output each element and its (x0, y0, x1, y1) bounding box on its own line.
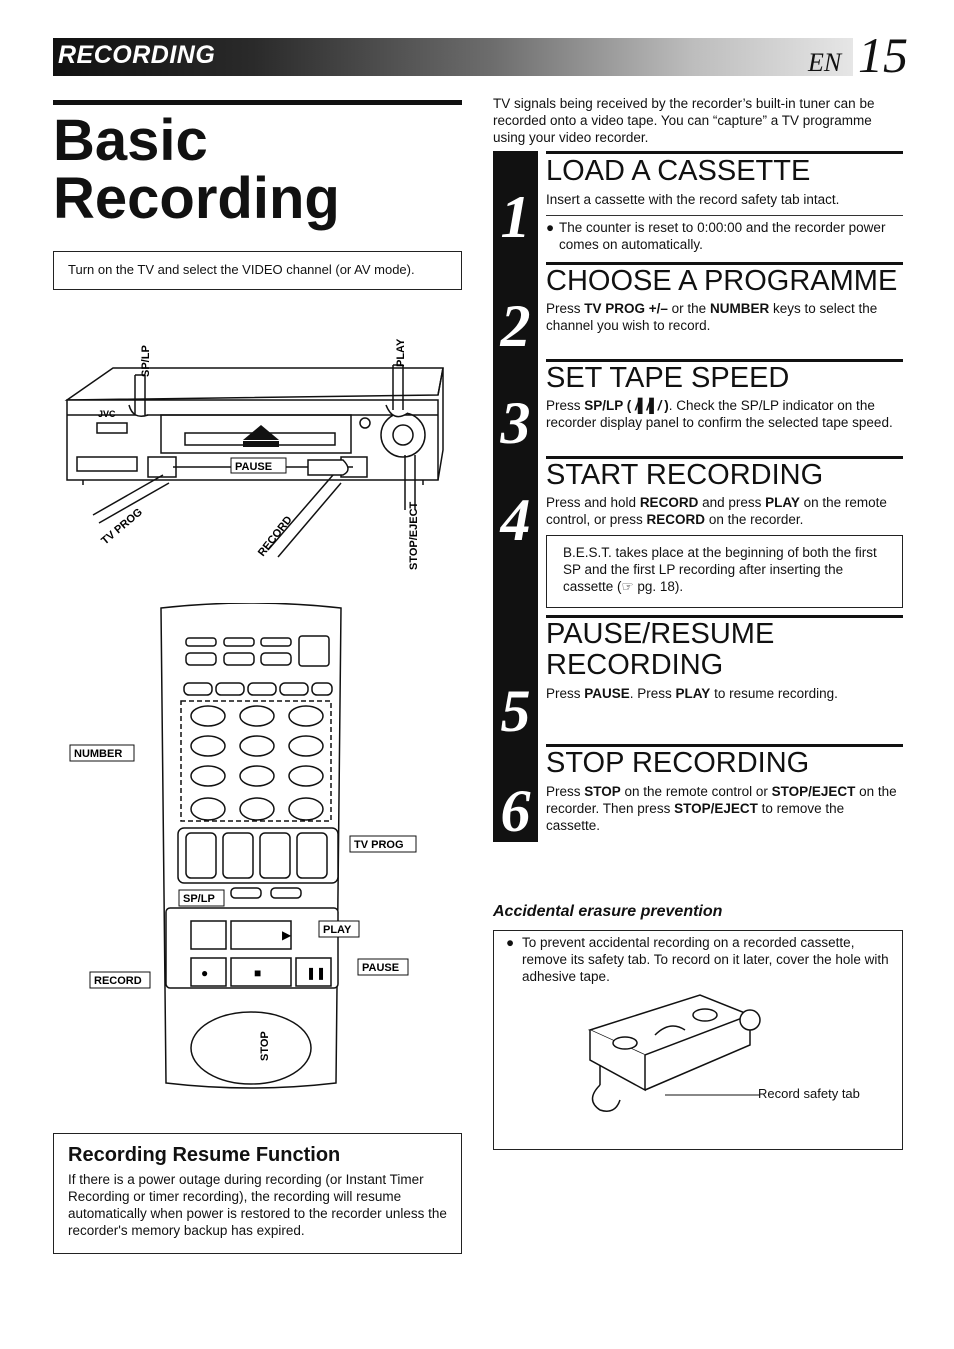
step-text-4: Press and hold RECORD and press PLAY on … (546, 494, 898, 528)
vcr-stop-eject-label: STOP/EJECT (408, 501, 420, 570)
resume-title: Recording Resume Function (68, 1144, 341, 1166)
step-1-bullet: ●The counter is reset to 0:00:00 and the… (546, 219, 898, 253)
text-part: . Press (629, 686, 676, 701)
vcr-play-label: PLAY (395, 338, 407, 367)
step-title-6: STOP RECORDING (546, 747, 810, 779)
step-number-1: 1 (500, 184, 531, 250)
svg-text:■: ■ (254, 966, 261, 980)
page-number: 15 (858, 27, 908, 83)
best-note-box: B.E.S.T. takes place at the beginning of… (546, 535, 903, 608)
vcr-record-label: RECORD (256, 514, 295, 559)
erasure-text: To prevent accidental recording on a rec… (522, 935, 889, 984)
step-rule-5 (546, 615, 903, 618)
remote-stop-label: STOP (259, 1031, 271, 1061)
erasure-title: Accidental erasure prevention (493, 903, 723, 920)
key-play: PLAY (765, 495, 800, 510)
text-part: and press (698, 495, 766, 510)
key-stop-eject: STOP/EJECT (674, 801, 758, 816)
step-rule-2 (546, 262, 903, 265)
key-sp-lp: SP/LP ( (584, 398, 632, 413)
sp-lp-icon: /▌/▌/ (635, 398, 661, 413)
vcr-illustration: JVC SP/LP PLAY PAUSE TV PROG RECORD STOP… (64, 338, 444, 570)
key-record: RECORD (639, 495, 699, 510)
key-sp-lp-close: ) (664, 398, 669, 413)
step-text-6: Press STOP on the remote control or STOP… (546, 783, 898, 834)
text-part: on the remote control or (620, 784, 772, 799)
step-number-3: 3 (500, 390, 531, 456)
svg-text:●: ● (201, 966, 208, 980)
key-stop-eject: STOP/EJECT (771, 784, 856, 799)
step-text-3: Press SP/LP ( /▌/▌/ ). Check the SP/LP i… (546, 397, 898, 431)
remote-pause-label: PAUSE (362, 962, 399, 974)
text-part: Press (546, 301, 585, 316)
text-part: to remove the cassette. (546, 801, 845, 833)
step-title-5-line1: PAUSE/RESUME (546, 618, 775, 650)
remote-illustration: ▶ ● ■ ❚❚ NUMBER TV PROG SP/LP PLAY RECOR… (69, 603, 417, 1089)
step-text-5: Press PAUSE. Press PLAY to resume record… (546, 685, 898, 702)
step-text-2: Press TV PROG +/– or the NUMBER keys to … (546, 300, 898, 334)
header-band (53, 38, 853, 76)
remote-tv-prog-label: TV PROG (354, 839, 404, 851)
step-title-3: SET TAPE SPEED (546, 362, 790, 394)
text-part: Press (546, 398, 585, 413)
text-part: on the recorder. (705, 512, 804, 527)
text-part: Press (546, 686, 585, 701)
intro-box: Turn on the TV and select the VIDEO chan… (53, 251, 462, 290)
erasure-box (493, 930, 903, 1150)
key-record: RECORD (646, 512, 706, 527)
resume-box: Recording Resume Function If there is a … (53, 1133, 462, 1254)
text-part: Press and hold (546, 495, 640, 510)
vcr-brand: JVC (98, 409, 116, 419)
step-title-2: CHOOSE A PROGRAMME (546, 265, 898, 297)
resume-text: If there is a power outage during record… (68, 1172, 447, 1238)
text-part: Press (546, 784, 585, 799)
remote-number-label: NUMBER (74, 748, 122, 760)
svg-text:❚❚: ❚❚ (306, 966, 326, 980)
text-part: or the (667, 301, 710, 316)
title-rule (53, 100, 462, 105)
key-stop: STOP (584, 784, 621, 799)
text-part: on the recorder. Then press (546, 784, 897, 816)
step-title-1: LOAD A CASSETTE (546, 155, 811, 187)
key-pause: PAUSE (584, 686, 630, 701)
text-part: to resume recording. (710, 686, 838, 701)
cassette-illustration (587, 994, 761, 1112)
language-label: EN (808, 48, 842, 77)
vcr-pause-label: PAUSE (235, 461, 272, 473)
key-tv-prog: TV PROG +/– (584, 301, 668, 316)
remote-record-label: RECORD (94, 975, 142, 987)
step-number-6: 6 (500, 778, 531, 844)
section-label: RECORDING (58, 41, 216, 69)
remote-play-label: PLAY (323, 924, 352, 936)
page-title: Basic Recording (53, 112, 340, 228)
step-title-5-line2: RECORDING (546, 649, 724, 681)
remote-sp-lp-label: SP/LP (183, 893, 215, 905)
step-rule-4 (546, 456, 903, 459)
step-rule-1 (546, 151, 903, 154)
page-title-line2: Recording (53, 166, 340, 231)
step-number-bar: 1 2 3 4 5 6 (493, 151, 538, 842)
step-number-4: 4 (500, 487, 531, 553)
step-number-5: 5 (500, 678, 531, 744)
safety-tab-label: Record safety tab (758, 1086, 860, 1101)
vcr-tv-prog-label: TV PROG (99, 506, 145, 547)
step-title-4: START RECORDING (546, 459, 824, 491)
key-play: PLAY (675, 686, 711, 701)
step-number-2: 2 (500, 293, 531, 359)
step-1-divider (546, 215, 903, 216)
step-rule-3 (546, 359, 903, 362)
step-title-5: PAUSE/RESUME RECORDING (546, 619, 774, 681)
step-1-bullet-text: The counter is reset to 0:00:00 and the … (559, 220, 886, 252)
text-part: on the remote control, or press (546, 495, 887, 527)
intro-text: TV signals being received by the recorde… (493, 96, 875, 145)
page-title-line1: Basic (53, 108, 208, 173)
text-part: . Check the SP/LP indicator on the recor… (546, 398, 893, 430)
step-text-1: Insert a cassette with the record safety… (546, 192, 840, 207)
step-rule-6 (546, 744, 903, 747)
key-number: NUMBER (709, 301, 770, 316)
svg-text:▶: ▶ (282, 928, 292, 942)
erasure-bullet: ●To prevent accidental recording on a re… (506, 934, 892, 985)
text-part: keys to select the channel you wish to r… (546, 301, 878, 333)
vcr-sp-lp-label: SP/LP (140, 345, 152, 377)
